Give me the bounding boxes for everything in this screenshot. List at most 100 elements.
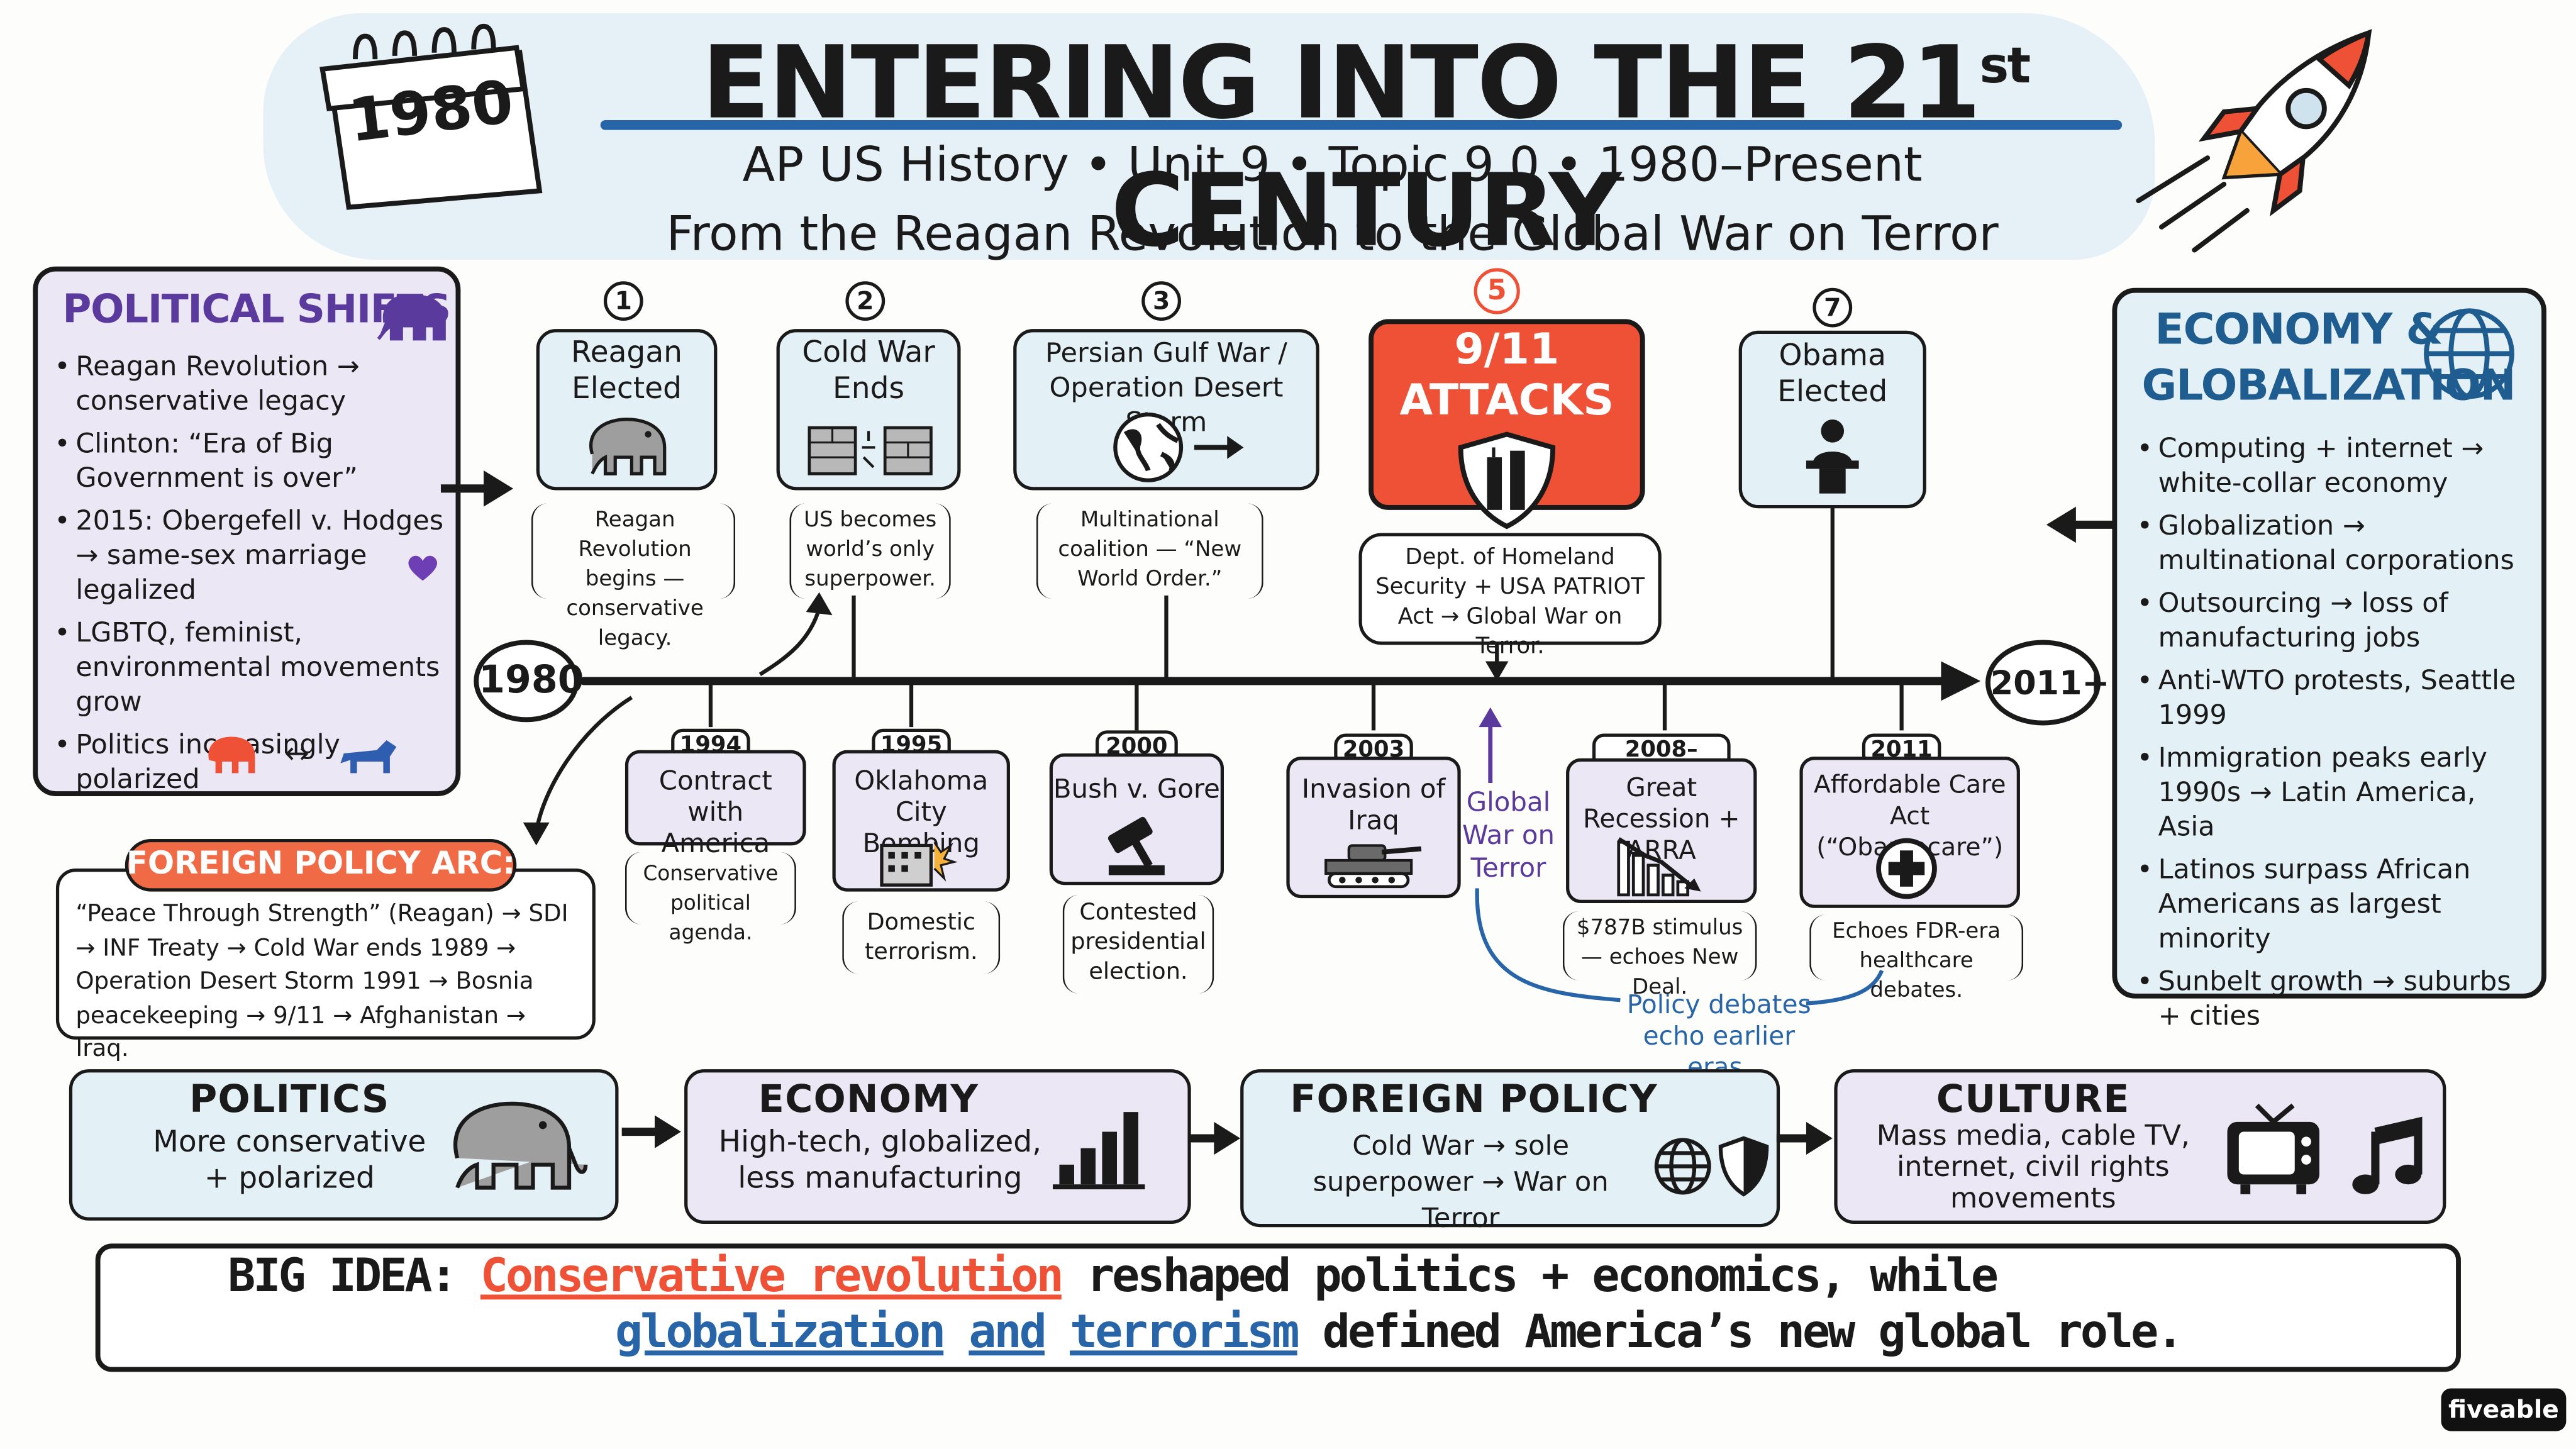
big-idea-and: and xyxy=(969,1304,1046,1359)
podium-icon xyxy=(1806,419,1859,494)
towers-shield-icon xyxy=(1458,431,1556,530)
arrow-right-icon xyxy=(621,1115,681,1148)
list-item: Globalization → multinational corporatio… xyxy=(2135,508,2530,577)
note-bracket xyxy=(625,852,796,924)
building-icon xyxy=(880,841,958,887)
big-idea-line2: globalization and terrorism defined Amer… xyxy=(526,1303,2270,1362)
note-bracket xyxy=(1036,503,1263,599)
event-note: Contested presidential election. xyxy=(1070,899,1206,985)
event-label: Contract with America xyxy=(658,765,772,859)
medical-cross-icon xyxy=(1876,838,1937,899)
bar-chart-icon xyxy=(1052,1112,1145,1190)
elephant-icon xyxy=(453,1101,588,1190)
theme-title: CULTURE xyxy=(1936,1079,2130,1122)
globe-arrow-icon xyxy=(1113,412,1244,482)
calendar-icon xyxy=(319,23,543,210)
theme-title: POLITICS xyxy=(189,1079,390,1122)
event-note: Conservative political agenda. xyxy=(643,860,779,945)
timeline-end-label: 2011+ xyxy=(1990,663,2110,702)
event-note: Domestic terrorism. xyxy=(864,909,978,966)
event-contract-with-america xyxy=(625,750,806,846)
fiveable-logo: fiveable xyxy=(2441,1388,2567,1431)
theme-politics xyxy=(69,1069,619,1221)
party-icons: ↔ xyxy=(208,736,397,774)
foreign-policy-arc-badge xyxy=(125,838,517,892)
event-number: 7 xyxy=(1813,287,1853,328)
event-note: Echoes FDR-era healthcare debates. xyxy=(1832,919,2001,1004)
event-label: Bush v. Gore xyxy=(1053,773,1220,805)
tank-icon xyxy=(1324,844,1422,889)
arrow-right-icon xyxy=(440,470,514,507)
gwot-label: Global War on Terror xyxy=(1462,786,1555,884)
gavel-icon xyxy=(1108,816,1165,875)
theme-culture xyxy=(1834,1069,2446,1224)
list-item: Computing + internet → white-collar econ… xyxy=(2135,431,2530,500)
wall-icon xyxy=(808,426,933,475)
foreign-policy-arc-panel xyxy=(55,869,596,1040)
elephant-icon xyxy=(377,294,446,341)
event-note: Dept. of Homeland Security + USA PATRIOT… xyxy=(1375,544,1645,660)
theme-title: ECONOMY xyxy=(758,1079,979,1122)
event-label: Cold War Ends xyxy=(802,335,935,407)
event-label: Affordable Care Act (“Obamacare”) xyxy=(1813,770,2006,862)
elephant-icon xyxy=(589,418,667,475)
list-item: Politics increasingly polarized xyxy=(53,727,448,796)
theme-text: Mass media, cable TV, internet, civil ri… xyxy=(1876,1120,2190,1216)
timeline-start: 1980 xyxy=(474,640,584,723)
title-underline xyxy=(600,119,2123,130)
globe-icon xyxy=(2424,308,2514,399)
big-idea-mid: reshaped politics + economics, while xyxy=(1061,1248,1999,1303)
theme-text: More conservative + polarized xyxy=(153,1125,426,1196)
event-label: Obama Elected xyxy=(1777,338,1888,410)
big-idea-blue-phrase-2: terrorism xyxy=(1070,1304,1299,1359)
big-idea-label: BIG IDEA: xyxy=(228,1248,457,1303)
list-item: Sunbelt growth → suburbs + cities xyxy=(2135,964,2530,1033)
event-note-box xyxy=(1358,533,1662,645)
foreign-policy-arc-title: FOREIGN POLICY ARC: xyxy=(126,845,516,882)
theme-text: Cold War → sole superpower → War on Terr… xyxy=(1313,1130,1609,1234)
rocket-icon xyxy=(2136,29,2372,253)
note-bracket xyxy=(842,901,1001,974)
event-note: $787B stimulus — echoes New Deal. xyxy=(1576,916,1743,1001)
list-item: LGBTQ, feminist, environmental movements… xyxy=(53,615,448,719)
note-bracket xyxy=(1809,914,2024,980)
event-note: Multinational coalition — “New World Ord… xyxy=(1058,508,1242,592)
list-item: Latinos surpass African Americans as lar… xyxy=(2135,852,2530,956)
list-item: Reagan Revolution → conservative legacy xyxy=(53,349,448,418)
globe-icon xyxy=(1654,1138,1711,1195)
event-number: 2 xyxy=(845,281,886,321)
tagline: From the Reagan Revolution to the Global… xyxy=(666,205,1999,262)
list-item: Immigration peaks early 1990s → Latin Am… xyxy=(2135,740,2530,844)
economy-title-line1: ECONOMY & xyxy=(2155,306,2443,355)
shield-icon xyxy=(1718,1136,1769,1197)
timeline-end: 2011+ xyxy=(1985,640,2109,726)
event-label: 9/11 ATTACKS xyxy=(1399,325,1614,426)
timeline-start-label: 1980 xyxy=(479,659,584,702)
event-note: US becomes world’s only superpower. xyxy=(804,508,937,592)
event-label: Invasion of Iraq xyxy=(1301,773,1446,836)
event-number: 1 xyxy=(603,281,643,321)
theme-title: FOREIGN POLICY xyxy=(1290,1079,1658,1122)
event-great-recession xyxy=(1566,758,1757,903)
subtitle: AP US History • Unit 9 • Topic 9.0 • 198… xyxy=(742,136,1923,193)
brand-label: fiveable xyxy=(2448,1395,2559,1425)
foreign-policy-arc-text: “Peace Through Strength” (Reagan) → SDI … xyxy=(75,901,569,1063)
arrow-left-icon xyxy=(2046,506,2116,543)
big-idea-red-phrase: Conservative revolution xyxy=(480,1248,1064,1303)
note-bracket xyxy=(789,503,951,599)
note-bracket xyxy=(1062,894,1214,994)
event-bush-v-gore xyxy=(1049,753,1224,886)
political-shifts-list: Reagan Revolution → conservative legacy … xyxy=(53,349,448,805)
event-reagan-elected xyxy=(536,329,718,491)
music-note-icon xyxy=(2352,1116,2423,1194)
big-idea-panel xyxy=(95,1243,2461,1372)
chart-down-icon xyxy=(1617,837,1701,897)
list-item: Clinton: “Era of Big Government is over” xyxy=(53,426,448,495)
event-number: 5 xyxy=(1474,268,1520,314)
note-bracket xyxy=(531,503,736,599)
event-oklahoma-city-bombing xyxy=(832,750,1010,892)
arrow-right-icon xyxy=(1776,1121,1833,1155)
list-item: 2015: Obergefell v. Hodges → same-sex ma… xyxy=(53,503,448,607)
note-bracket xyxy=(1562,911,1757,980)
